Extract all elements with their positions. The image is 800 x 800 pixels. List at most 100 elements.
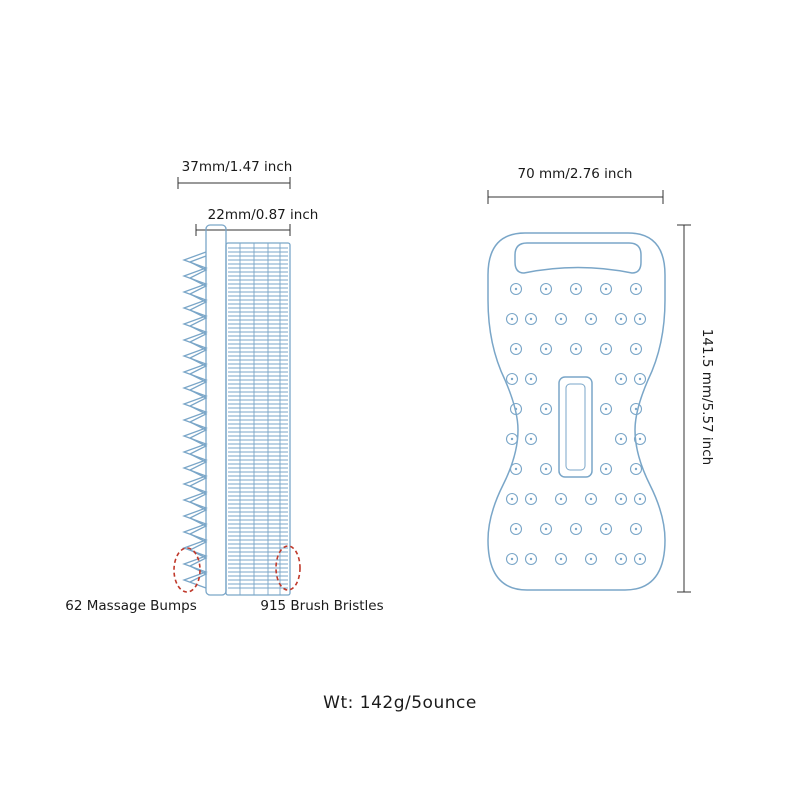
massage-bump	[539, 522, 553, 536]
massage-bump-center	[634, 527, 638, 531]
massage-bump	[539, 342, 553, 356]
massage-bump-center	[589, 557, 593, 561]
massage-bump	[505, 432, 519, 446]
massage-bump-center	[604, 527, 608, 531]
massage-bump-center	[589, 317, 593, 321]
massage-bump	[569, 342, 583, 356]
front-width-line	[487, 190, 664, 204]
front-height-label: 141.5 mm/5.57 inch	[699, 328, 715, 466]
massage-bump-center	[510, 497, 514, 501]
massage-bump-center	[638, 317, 642, 321]
massage-bump	[633, 432, 647, 446]
massage-bump-center	[604, 407, 608, 411]
massage-bump	[509, 282, 523, 296]
massage-bump	[509, 462, 523, 476]
massage-bump	[614, 312, 628, 326]
massage-bump-center	[634, 287, 638, 291]
massage-bump	[633, 492, 647, 506]
massage-bump-center	[574, 287, 578, 291]
hanging-handle-slot	[514, 242, 642, 274]
bristles-highlight	[275, 545, 301, 591]
massage-bump	[509, 342, 523, 356]
massage-bump-center	[529, 377, 533, 381]
brush-front-view	[487, 232, 666, 591]
massage-bump-center	[604, 467, 608, 471]
massage-bump	[509, 522, 523, 536]
massage-bump-center	[544, 467, 548, 471]
center-grip-slot	[558, 376, 593, 478]
massage-bump-center	[514, 527, 518, 531]
massage-bump	[614, 552, 628, 566]
massage-bump	[584, 312, 598, 326]
brush-outline	[487, 232, 666, 591]
massage-bump-center	[619, 377, 623, 381]
massage-bump	[629, 402, 643, 416]
massage-bump	[629, 282, 643, 296]
massage-bump-center	[638, 497, 642, 501]
massage-bump	[633, 372, 647, 386]
massage-bump	[629, 342, 643, 356]
massage-bump	[569, 522, 583, 536]
massage-bump-center	[634, 467, 638, 471]
massage-bump	[599, 402, 613, 416]
massage-bump-center	[604, 347, 608, 351]
massage-bump	[633, 552, 647, 566]
massage-bump	[524, 432, 538, 446]
massage-bump	[599, 342, 613, 356]
bristle-block	[225, 242, 291, 596]
massage-bump	[614, 372, 628, 386]
massage-bump	[633, 312, 647, 326]
massage-bump	[569, 282, 583, 296]
massage-bump	[509, 402, 523, 416]
massage-bump-center	[544, 287, 548, 291]
massage-bump-center	[544, 407, 548, 411]
massage-bump	[554, 552, 568, 566]
massage-bump	[584, 492, 598, 506]
massage-bump-center	[589, 497, 593, 501]
massage-bump	[629, 522, 643, 536]
massage-bump-center	[619, 317, 623, 321]
massage-bump-center	[514, 467, 518, 471]
massage-bump-center	[544, 347, 548, 351]
massage-bump	[539, 282, 553, 296]
massage-bump-center	[529, 557, 533, 561]
massage-bump	[505, 552, 519, 566]
massage-bump	[554, 492, 568, 506]
bristle-lines	[228, 243, 288, 595]
massage-bump	[584, 552, 598, 566]
massage-bump-center	[510, 437, 514, 441]
massage-bump-center	[529, 317, 533, 321]
massage-bump	[599, 522, 613, 536]
massage-bumps-highlight	[173, 547, 201, 593]
massage-bump-center	[638, 437, 642, 441]
massage-bump-center	[634, 347, 638, 351]
side-total-width-label: 37mm/1.47 inch	[181, 159, 293, 175]
massage-bump	[614, 492, 628, 506]
massage-bump-center	[510, 317, 514, 321]
side-bristle-width-label: 22mm/0.87 inch	[207, 207, 319, 223]
massage-bump-center	[514, 287, 518, 291]
side-total-width-line	[177, 177, 291, 189]
massage-bump	[524, 312, 538, 326]
massage-bump	[539, 462, 553, 476]
massage-bump-center	[529, 497, 533, 501]
brush-bristles-label: 915 Brush Bristles	[260, 598, 384, 614]
massage-bump	[505, 372, 519, 386]
brush-base-plate	[205, 224, 227, 596]
massage-bump-center	[619, 437, 623, 441]
front-height-line	[677, 224, 691, 593]
massage-bumps-label: 62 Massage Bumps	[65, 598, 197, 614]
massage-bump	[505, 312, 519, 326]
massage-bump-center	[638, 557, 642, 561]
massage-bump	[524, 372, 538, 386]
massage-bump-center	[514, 407, 518, 411]
massage-bump-center	[638, 377, 642, 381]
massage-bump	[614, 432, 628, 446]
massage-bump	[524, 492, 538, 506]
massage-bump-center	[574, 347, 578, 351]
massage-bump	[599, 462, 613, 476]
massage-bump-center	[529, 437, 533, 441]
massage-bump-center	[574, 527, 578, 531]
